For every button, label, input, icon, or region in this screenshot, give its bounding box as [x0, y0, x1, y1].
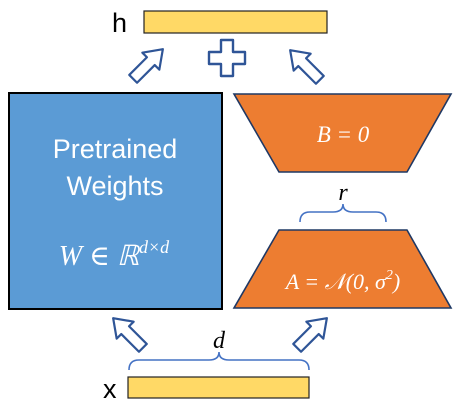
matrix-a-formula-suffix: ): [391, 269, 400, 294]
output-label-h: h: [112, 8, 127, 38]
matrix-a-formula: A = 𝒩(0, σ2): [284, 268, 400, 294]
rank-label-r: r: [338, 180, 348, 206]
pretrained-label-line2: Weights: [66, 171, 163, 201]
arrow-up-left-icon-lower: [112, 317, 148, 353]
arrow-up-right-icon-left: [128, 48, 164, 84]
arrow-up-right-icon-lower: [292, 317, 328, 353]
matrix-a-trapezoid: [232, 229, 453, 309]
output-vector-h: [143, 10, 328, 34]
dimension-label-d: d: [213, 328, 226, 354]
matrix-b-formula: B = 0: [317, 122, 370, 147]
pretrained-formula: W ∈ ℝd×d: [59, 237, 170, 272]
arrow-up-left-icon-right: [289, 49, 325, 85]
pretrained-weights-block: [8, 92, 223, 310]
plus-icon: [207, 38, 247, 78]
matrix-a-formula-superscript: 2: [386, 268, 393, 283]
input-vector-x: [127, 376, 310, 399]
dimension-brace: [128, 351, 310, 371]
rank-brace: [299, 203, 387, 223]
pretrained-formula-superscript: d×d: [139, 237, 170, 257]
input-label-x: x: [103, 374, 117, 404]
matrix-b-trapezoid: [232, 93, 453, 173]
pretrained-label-line1: Pretrained: [53, 134, 178, 164]
pretrained-formula-main: W ∈ ℝ: [59, 241, 141, 272]
matrix-a-formula-main: A = 𝒩(0, σ: [284, 269, 387, 294]
